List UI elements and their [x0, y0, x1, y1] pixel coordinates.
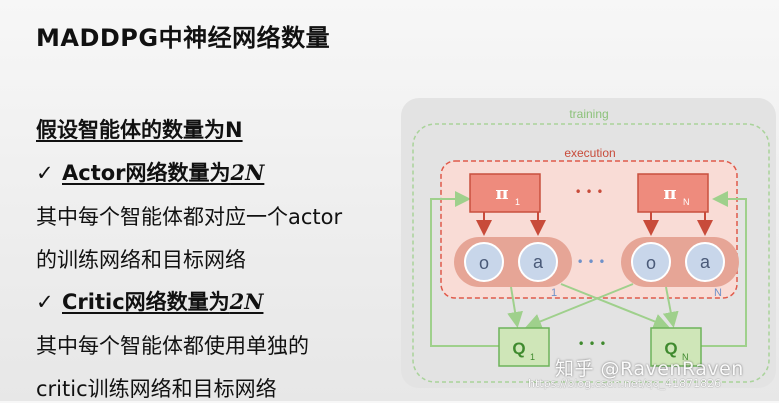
training-region: [412, 123, 770, 383]
slide-title: MADDPG中神经网络数量: [36, 24, 331, 52]
qN-symbol: Q: [664, 339, 677, 358]
critic-count-label: Critic网络数量为2N: [62, 289, 264, 314]
a1-circle: [518, 242, 558, 282]
execution-label: execution: [564, 146, 615, 160]
maddpg-diagram: training execution π 1 π N • • • o a o a…: [401, 98, 776, 388]
agentN-to-q1-arrow: [525, 283, 634, 329]
pi1-subscript: 1: [515, 197, 520, 207]
agent1-to-q1-arrow: [507, 286, 523, 328]
check-icon: ✓: [36, 290, 54, 314]
piN-box: [637, 173, 709, 213]
training-label: training: [569, 107, 608, 121]
bottom-ellipsis: • • •: [578, 337, 607, 351]
o1-circle: [464, 242, 504, 282]
critic-label-text: Critic网络数量为: [62, 290, 230, 314]
q1-feedback-arrow: [430, 191, 499, 347]
q1-symbol: Q: [512, 339, 525, 358]
critic-desc-line1: 其中每个智能体都使用单独的: [36, 334, 309, 358]
actor-label-text: Actor网络数量为: [62, 161, 231, 185]
middle-ellipsis: • • •: [577, 255, 606, 269]
qN-feedback-arrow: [701, 191, 747, 347]
agent1-index: 1: [551, 287, 557, 299]
critic-desc-line2: critic训练网络和目标网络: [36, 377, 277, 401]
qN-box: [650, 327, 702, 367]
aN-circle: [685, 242, 725, 282]
aN-label: a: [700, 252, 711, 272]
piN-symbol: π: [663, 183, 676, 204]
top-ellipsis: • • •: [575, 185, 604, 199]
qN-subscript: N: [682, 352, 689, 362]
actor-formula: 2N: [230, 160, 265, 185]
actor-count-label: Actor网络数量为2N: [62, 160, 265, 185]
actor-bullet: ✓ Actor网络数量为2N: [36, 157, 264, 187]
actor-desc-line2: 的训练网络和目标网络: [36, 248, 246, 272]
agentN-to-qN-arrow: [662, 286, 679, 328]
piN-subscript: N: [683, 197, 690, 207]
agent1-to-qN-arrow: [560, 283, 670, 329]
q1-subscript: 1: [530, 352, 535, 362]
critic-formula: 2N: [229, 289, 264, 314]
watermark-url: https://blog.csdn.net/qq_41871826: [528, 377, 722, 390]
agentN-index: N: [714, 287, 722, 299]
o1-label: o: [479, 253, 489, 273]
oN-label: o: [646, 253, 656, 273]
pi1-symbol: π: [495, 183, 508, 204]
watermark-zhihu: 知乎 @RavenRaven: [555, 358, 744, 380]
actor-desc-line1: 其中每个智能体都对应一个actor: [36, 205, 343, 229]
a1-label: a: [533, 252, 544, 272]
oN-circle: [631, 242, 671, 282]
heading-agent-count: 假设智能体的数量为N: [36, 118, 243, 142]
pi1-box: [469, 173, 541, 213]
check-icon: ✓: [36, 161, 54, 185]
critic-bullet: ✓ Critic网络数量为2N: [36, 286, 263, 316]
q1-box: [498, 327, 550, 367]
